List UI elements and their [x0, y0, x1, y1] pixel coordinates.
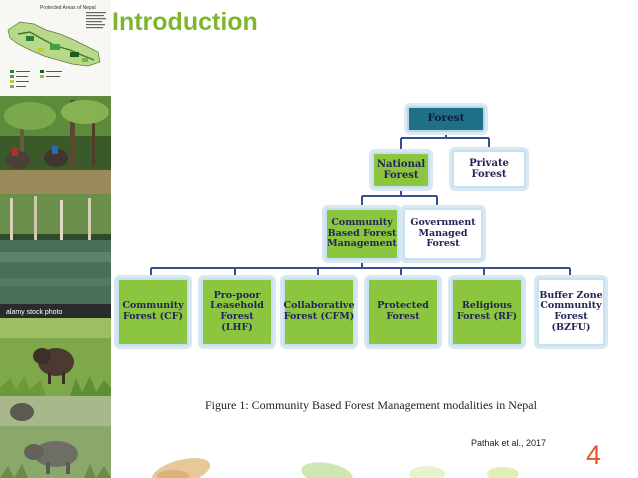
nepal-map-image: Protected Areas of Nepal	[0, 0, 111, 96]
page-number: 4	[586, 440, 602, 470]
decorative-leaves	[111, 452, 638, 478]
rhino-photo	[0, 396, 111, 478]
slide-title: Introduction	[112, 8, 258, 36]
node-government: Government Managed Forest	[403, 208, 483, 260]
node-forest: Forest	[407, 106, 485, 132]
alamy-watermark: alamy stock photo	[6, 309, 63, 316]
node-cfm: Collaborative Forest (CFM)	[283, 278, 355, 346]
wild-boar-photo	[0, 318, 111, 396]
node-community-based: Community Based Forest Management	[325, 208, 399, 260]
elephants-photo	[0, 96, 111, 194]
map-title: Protected Areas of Nepal	[40, 5, 96, 11]
map-graphic: Protected Areas of Nepal	[0, 0, 111, 96]
node-cf: Community Forest (CF)	[117, 278, 189, 346]
lake-forest-photo: alamy stock photo	[0, 194, 111, 318]
node-national: National Forest	[372, 152, 430, 188]
node-bzfu: Buffer Zone Community Forest (BZFU)	[537, 278, 605, 346]
citation: Pathak et al., 2017	[471, 438, 547, 448]
node-rf: Religious Forest (RF)	[451, 278, 523, 346]
figure-caption: Figure 1: Community Based Forest Managem…	[205, 398, 537, 412]
diagram-connectors	[150, 132, 571, 278]
node-protected: Protected Forest	[367, 278, 439, 346]
node-private: Private Forest	[452, 150, 526, 188]
node-lhf: Pro-poor Leasehold Forest (LHF)	[201, 278, 273, 346]
sidebar-photos: Protected Areas of Nepal	[0, 0, 111, 478]
